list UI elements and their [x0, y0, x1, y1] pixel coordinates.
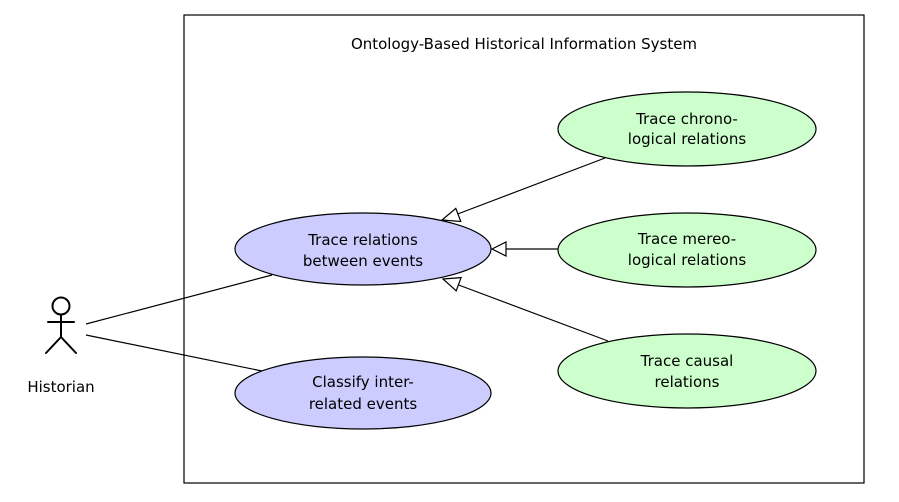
use-case-trace-causal-line2: relations [655, 373, 720, 391]
use-case-trace-chronological-line2: logical relations [628, 130, 747, 148]
use-case-classify-events: Classify inter- related events [234, 356, 492, 430]
use-case-trace-causal-line1: Trace causal [640, 352, 734, 370]
historian-actor [45, 296, 77, 354]
generalization-arrowhead-causal [441, 276, 462, 292]
actor-right-leg [60, 336, 77, 354]
use-case-trace-mereological-line1: Trace mereo- [637, 230, 736, 248]
use-case-trace-mereological-ellipse [557, 212, 817, 288]
system-title: Ontology-Based Historical Information Sy… [351, 35, 697, 53]
use-case-trace-relations: Trace relations between events [234, 212, 492, 286]
use-case-trace-relations-line1: Trace relations [307, 231, 418, 249]
generalization-causal [455, 283, 609, 342]
association-classify-events [85, 334, 263, 372]
use-case-trace-causal: Trace causal relations [557, 333, 817, 409]
actor-left-leg [45, 336, 62, 354]
generalization-arrowhead-chronological [440, 207, 462, 223]
association-trace-relations [85, 274, 273, 325]
actor-label: Historian [27, 378, 94, 396]
use-case-classify-events-ellipse [234, 356, 492, 430]
generalization-arrowhead-mereological [490, 241, 507, 257]
use-case-classify-events-line1: Classify inter- [312, 373, 414, 391]
actor-head [51, 296, 71, 316]
use-case-trace-chronological: Trace chrono- logical relations [557, 91, 817, 167]
use-case-trace-mereological-line2: logical relations [628, 251, 747, 269]
use-case-trace-chronological-line1: Trace chrono- [635, 110, 738, 128]
use-case-trace-causal-ellipse [557, 333, 817, 409]
use-case-trace-relations-line2: between events [303, 252, 423, 270]
use-case-classify-events-line2: related events [309, 395, 418, 413]
use-case-trace-chronological-ellipse [557, 91, 817, 167]
use-case-trace-relations-ellipse [234, 212, 492, 286]
generalization-chronological [454, 157, 606, 216]
use-case-trace-mereological: Trace mereo- logical relations [557, 212, 817, 288]
